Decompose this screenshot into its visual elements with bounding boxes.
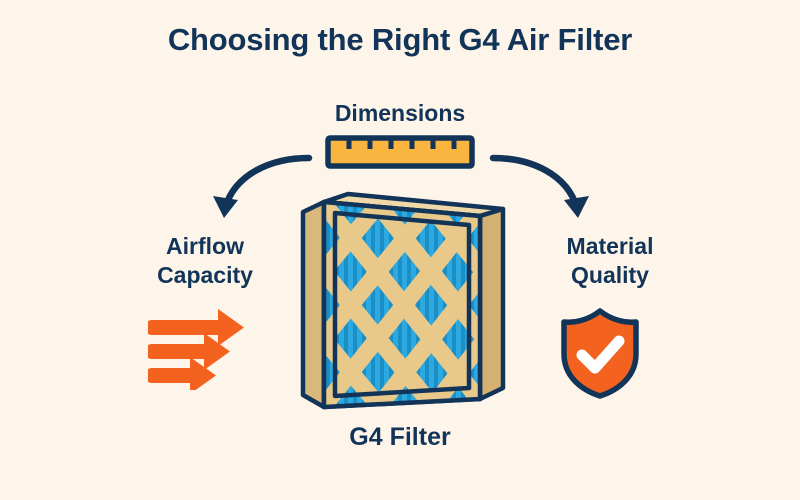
arrow-to-material-icon	[489, 154, 589, 218]
filter-caption: G4 Filter	[349, 423, 451, 451]
material-label-line1: Material	[566, 233, 654, 259]
material-quality-feature: Material Quality	[515, 232, 705, 291]
dimensions-label: Dimensions	[334, 100, 466, 126]
page-title: Choosing the Right G4 Air Filter	[167, 22, 633, 57]
airflow-feature: Airflow Capacity	[110, 232, 300, 291]
airflow-label-line2: Capacity	[157, 262, 253, 289]
ruler-icon	[325, 135, 475, 169]
dimensions-feature: Dimensions	[280, 100, 520, 169]
air-filter-icon	[300, 191, 506, 410]
airflow-label-line1: Airflow	[166, 233, 244, 259]
material-label-line2: Quality	[571, 262, 649, 289]
arrow-to-airflow-icon	[213, 154, 313, 218]
airflow-arrows-icon	[148, 309, 244, 390]
shield-check-icon	[561, 308, 639, 399]
